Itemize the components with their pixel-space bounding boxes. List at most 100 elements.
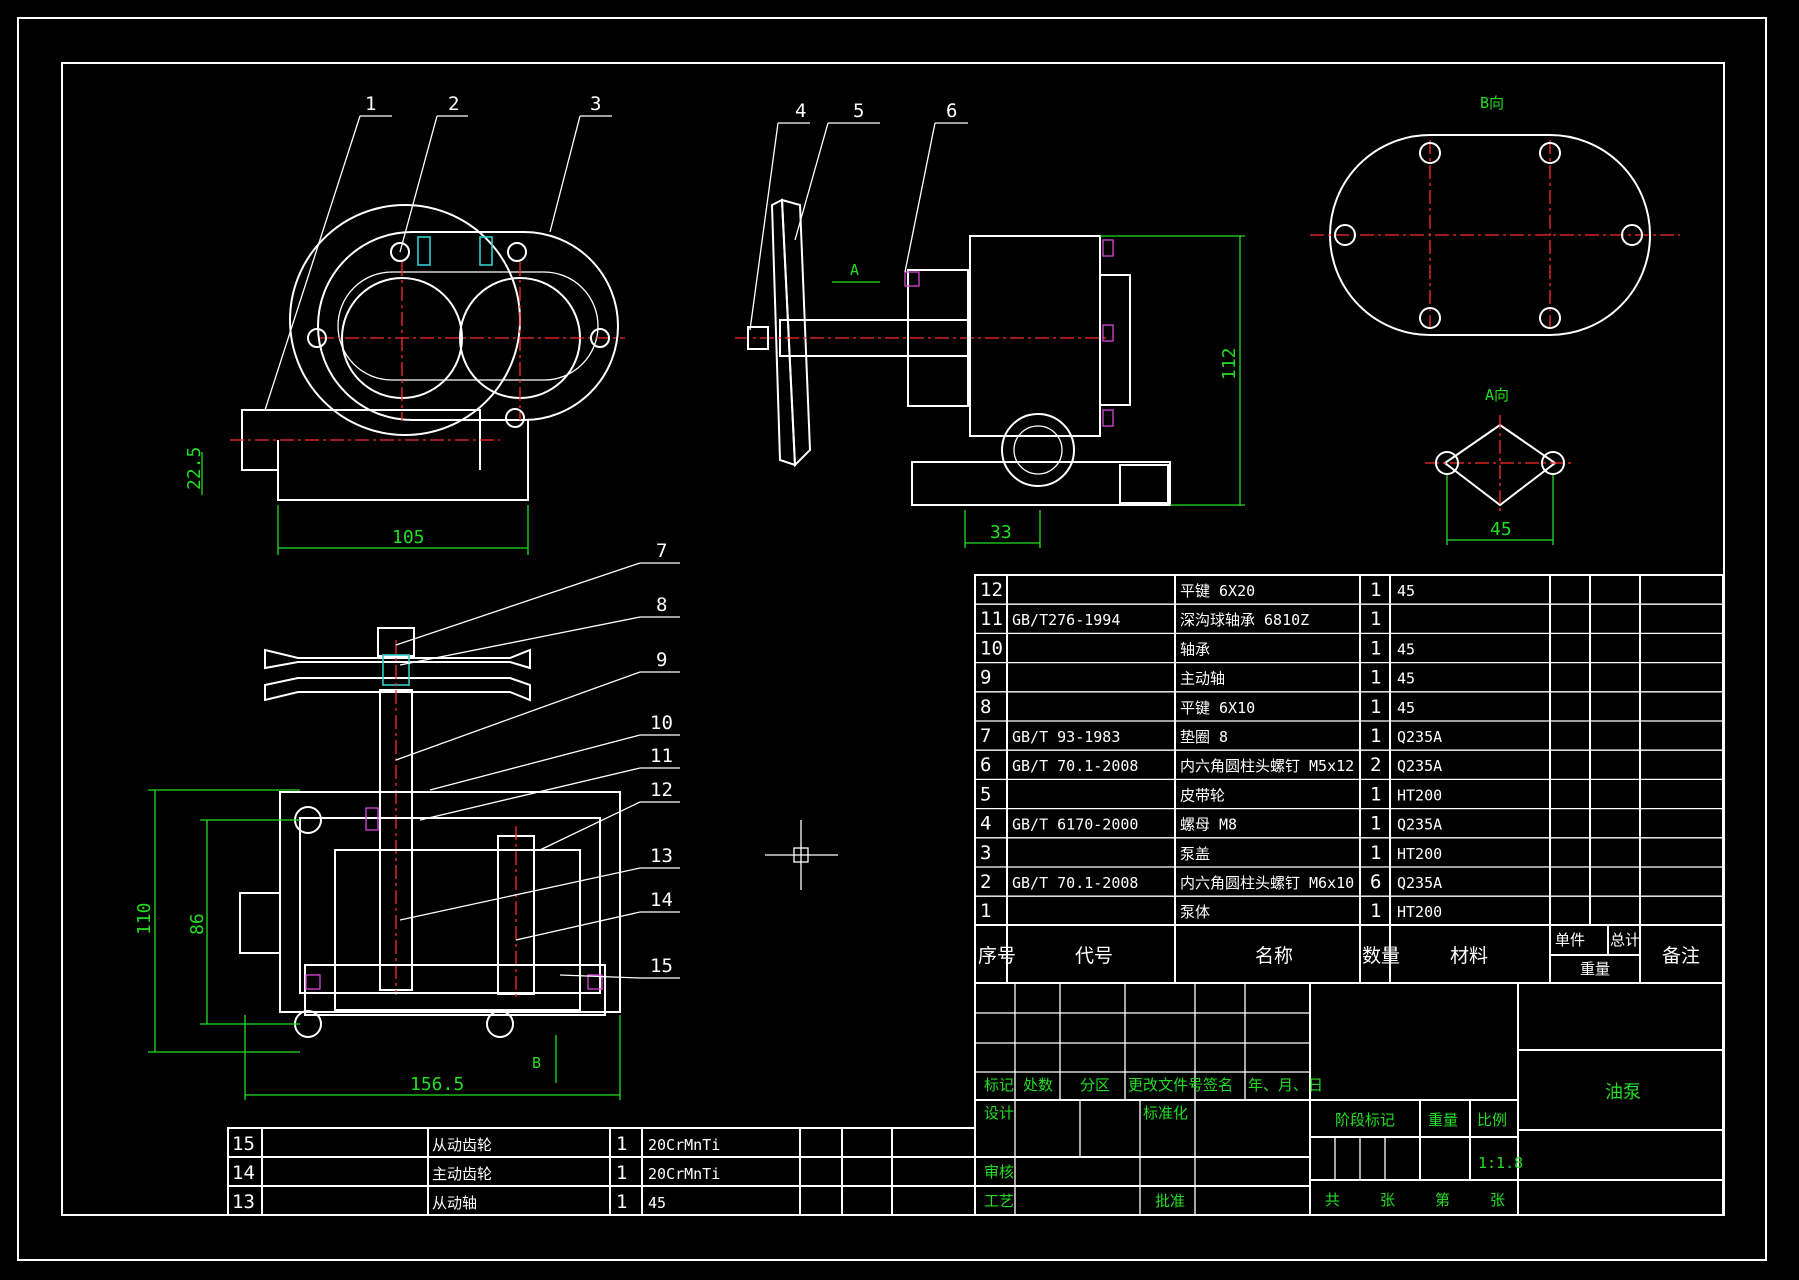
tb-sheets-unit2: 张 <box>1490 1191 1505 1209</box>
bottom-row-14-no: 14 <box>232 1162 255 1184</box>
tb-sign: 签名 <box>1203 1076 1233 1094</box>
tb-scale-label: 比例 <box>1477 1111 1507 1129</box>
bottom-row-15-no: 15 <box>232 1133 255 1155</box>
parts-row-no: 5 <box>980 783 991 805</box>
parts-row-material: 45 <box>1397 640 1415 658</box>
dim-view-a-width: 45 <box>1490 519 1512 540</box>
tb-stage-mark: 阶段标记 <box>1335 1111 1395 1129</box>
dim-side-height: 112 <box>1219 347 1240 380</box>
parts-row-qty: 1 <box>1370 842 1381 864</box>
parts-row-no: 8 <box>980 696 991 718</box>
a-view <box>1425 415 1575 545</box>
section-view <box>148 627 621 1100</box>
balloon-5: 5 <box>853 100 864 122</box>
header-no: 序号 <box>978 945 1016 967</box>
parts-row-material: Q235A <box>1397 874 1442 892</box>
parts-row-qty: 2 <box>1370 754 1381 776</box>
parts-row-name: 泵体 <box>1180 903 1210 921</box>
tb-mark: 标记 <box>984 1076 1014 1094</box>
parts-row-name: 皮带轮 <box>1180 786 1225 804</box>
header-total: 总计 <box>1610 931 1640 949</box>
balloon-14: 14 <box>650 889 673 911</box>
parts-row-material: Q235A <box>1397 728 1442 746</box>
parts-row-code: GB/T 6170-2000 <box>1012 816 1138 834</box>
dim-section-width: 156.5 <box>410 1074 464 1095</box>
bottom-row-14-material: 20CrMnTi <box>648 1165 720 1183</box>
bottom-row-15-name: 从动齿轮 <box>432 1136 492 1154</box>
bottom-row-13-qty: 1 <box>616 1191 627 1213</box>
header-qty: 数量 <box>1362 945 1400 967</box>
bottom-row-13-name: 从动轴 <box>432 1194 477 1212</box>
parts-row-no: 12 <box>980 579 1003 601</box>
outer-border <box>17 17 1767 1261</box>
side-view <box>735 198 1245 548</box>
balloon-1: 1 <box>365 93 376 115</box>
parts-row-qty: 1 <box>1370 900 1381 922</box>
parts-row-no: 6 <box>980 754 991 776</box>
parts-row-no: 1 <box>980 900 991 922</box>
parts-row-name: 内六角圆柱头螺钉 M5x12 <box>1180 757 1354 775</box>
parts-row-material: 45 <box>1397 670 1415 688</box>
parts-row-name: 轴承 <box>1180 640 1210 658</box>
parts-row-material: 45 <box>1397 582 1415 600</box>
tb-scale: 1:1.8 <box>1478 1154 1523 1172</box>
parts-row-material: 45 <box>1397 699 1415 717</box>
label-a-view: A向 <box>1485 386 1509 404</box>
parts-row-name: 平键 6X20 <box>1180 582 1255 600</box>
parts-row-no: 3 <box>980 842 991 864</box>
tb-sheet-no: 第 <box>1435 1191 1450 1209</box>
parts-row-material: Q235A <box>1397 816 1442 834</box>
parts-row-no: 2 <box>980 871 991 893</box>
parts-row-qty: 1 <box>1370 579 1381 601</box>
parts-row-no: 10 <box>980 637 1003 659</box>
header-weight: 重量 <box>1580 960 1610 978</box>
label-b-view: B向 <box>1480 94 1504 112</box>
inner-frame <box>61 62 1725 1216</box>
tb-approve: 批准 <box>1155 1192 1185 1210</box>
tb-check: 审核 <box>984 1163 1014 1181</box>
parts-row-code: GB/T 93-1983 <box>1012 728 1120 746</box>
parts-row-code: GB/T 70.1-2008 <box>1012 874 1138 892</box>
parts-row-no: 4 <box>980 813 991 835</box>
parts-row-no: 7 <box>980 725 991 747</box>
parts-row-name: 泵盖 <box>1180 845 1210 863</box>
dim-front-width: 105 <box>392 527 425 548</box>
bottom-row-14-name: 主动齿轮 <box>432 1165 492 1183</box>
parts-row-qty: 1 <box>1370 725 1381 747</box>
bottom-row-13-material: 45 <box>648 1194 666 1212</box>
parts-row-qty: 1 <box>1370 783 1381 805</box>
parts-row-name: 内六角圆柱头螺钉 M6x10 <box>1180 874 1354 892</box>
dim-front-height: 22.5 <box>184 447 205 490</box>
parts-row-name: 螺母 M8 <box>1180 816 1237 834</box>
front-view <box>201 204 625 555</box>
tb-process: 工艺 <box>984 1192 1014 1210</box>
tb-sheets-total: 共 <box>1325 1191 1340 1209</box>
tb-count: 处数 <box>1023 1076 1053 1094</box>
tb-zone: 分区 <box>1080 1076 1110 1094</box>
tb-weight: 重量 <box>1428 1111 1458 1129</box>
balloon-4: 4 <box>795 100 806 122</box>
title-block: 标记 处数 分区 更改文件号 签名 年、月、日 设计 标准化 阶段标记 重量 比… <box>974 982 1724 1216</box>
parts-row-name: 平键 6X10 <box>1180 699 1255 717</box>
balloon-3: 3 <box>590 93 601 115</box>
label-arrow-b: B <box>532 1054 541 1072</box>
crosshair-marker <box>765 820 838 890</box>
bottom-row-15-qty: 1 <box>616 1133 627 1155</box>
header-single: 单件 <box>1555 931 1585 949</box>
leader-lines <box>264 115 968 979</box>
parts-row-code: GB/T276-1994 <box>1012 611 1120 629</box>
tb-change-doc: 更改文件号 <box>1128 1076 1203 1094</box>
parts-row-no: 9 <box>980 667 991 689</box>
parts-row-name: 深沟球轴承 6810Z <box>1180 611 1309 629</box>
header-material: 材料 <box>1450 945 1488 967</box>
parts-row-material: HT200 <box>1397 903 1442 921</box>
tb-date: 年、月、日 <box>1248 1076 1323 1094</box>
parts-row-qty: 1 <box>1370 667 1381 689</box>
parts-row-material: HT200 <box>1397 845 1442 863</box>
balloon-6: 6 <box>946 100 957 122</box>
bottom-row-13-no: 13 <box>232 1191 255 1213</box>
parts-row-qty: 6 <box>1370 871 1381 893</box>
tb-drawing-name: 油泵 <box>1605 1082 1641 1103</box>
